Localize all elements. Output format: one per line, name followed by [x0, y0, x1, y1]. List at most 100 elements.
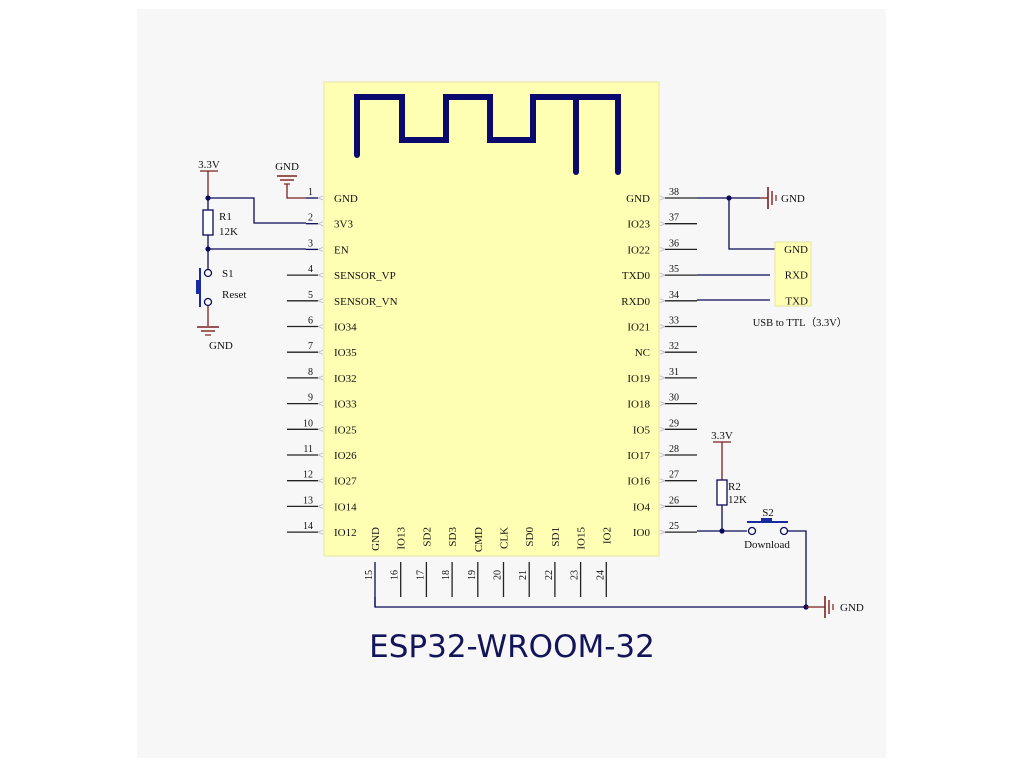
pin-number: 3 — [308, 238, 313, 249]
pin-stub-icon — [317, 452, 324, 458]
wire-s2-gnd — [788, 530, 807, 607]
pin-stub-icon — [317, 504, 324, 509]
pin-name: IO19 — [627, 373, 650, 385]
switch-s1-ref: S1 — [222, 268, 234, 280]
module-outline — [323, 81, 660, 557]
pin-number: 15 — [364, 570, 375, 580]
switch-s2-ref: S2 — [762, 507, 774, 519]
pin-stub-icon — [317, 349, 324, 355]
pin-number: 32 — [669, 341, 679, 352]
pin-stub-icon — [317, 272, 324, 278]
pin-name: IO13 — [396, 527, 408, 550]
pin-stub-icon — [317, 247, 324, 252]
pin-name: IO17 — [627, 450, 650, 462]
pin-number: 10 — [303, 418, 313, 429]
pin-name: IO18 — [627, 399, 650, 411]
pin-number: 30 — [669, 393, 679, 404]
resistor-r2-ref: R2 — [728, 481, 741, 493]
pin-number: 6 — [308, 316, 313, 327]
supply-label-3v3: 3.3V — [198, 159, 220, 171]
pin-number: 16 — [390, 570, 401, 580]
ground-label: GND — [781, 193, 805, 205]
junction-dot — [205, 246, 211, 252]
switch-contact — [203, 297, 213, 307]
usb-ttl-caption: USB to TTL（3.3V） — [753, 317, 848, 329]
pin-name: CMD — [473, 527, 485, 552]
pin-number: 14 — [303, 521, 313, 532]
pin-stub-icon — [659, 221, 666, 227]
wire-3v3-to-pin2 — [208, 197, 306, 224]
switch-s1-button-icon — [196, 280, 200, 294]
pin-number: 38 — [669, 187, 679, 198]
ground-icon — [824, 596, 834, 618]
pin-name: IO16 — [627, 476, 650, 488]
pin-name: IO27 — [334, 476, 357, 488]
pin-number: 35 — [669, 264, 679, 275]
pin-number: 18 — [441, 570, 452, 580]
pin-number: 26 — [669, 495, 679, 506]
ground-label: GND — [209, 340, 233, 352]
usb-ttl-body — [774, 241, 812, 307]
pin-name: IO2 — [601, 527, 613, 544]
module-body — [323, 81, 660, 557]
pin-name: IO12 — [334, 527, 357, 539]
pin-stub-icon — [317, 375, 324, 381]
ground-label: GND — [840, 602, 864, 614]
pin-name: GND — [334, 193, 358, 205]
pin-stub-icon — [317, 298, 324, 304]
wire-gnd-pin1 — [286, 184, 306, 199]
pin-number: 4 — [308, 264, 313, 275]
pin-name: NC — [635, 347, 650, 359]
pin-stub-icon — [317, 195, 324, 201]
switch-contact — [779, 526, 789, 536]
pin-number: 9 — [308, 393, 313, 404]
switch-s2-button-icon — [761, 518, 772, 522]
left-pin-3: 3EN — [306, 238, 349, 256]
pin-number: 19 — [467, 570, 478, 580]
pin-number: 1 — [308, 187, 313, 198]
ground-icon — [767, 187, 777, 209]
pin-stub-icon — [659, 349, 666, 355]
pin-number: 25 — [669, 521, 679, 532]
pin-stub-icon — [659, 401, 666, 406]
junction-dot — [719, 528, 725, 534]
pin-name: RXD0 — [621, 296, 650, 308]
pin-name: SENSOR_VP — [334, 270, 396, 282]
resistor-r1-value: 12K — [219, 226, 238, 238]
switch-s2-label: Download — [744, 539, 790, 551]
pin-stub-icon — [659, 504, 666, 509]
pin-number: 31 — [669, 367, 679, 378]
pin-number: 21 — [518, 570, 529, 580]
pin-stub-icon — [317, 324, 324, 329]
pins: 1GND23V33EN4SENSOR_VP5SENSOR_VN6IO347IO3… — [287, 187, 697, 607]
pin-stub-icon — [659, 529, 666, 535]
pin-name: IO4 — [633, 501, 651, 513]
bottom-pin-19: CMD 19 — [467, 527, 485, 597]
resistor-r1-icon — [202, 209, 214, 236]
pin-stub-icon — [659, 375, 666, 381]
pin-number: 29 — [669, 418, 679, 429]
pin-name: IO25 — [334, 424, 357, 436]
pin-name: IO32 — [334, 373, 357, 385]
